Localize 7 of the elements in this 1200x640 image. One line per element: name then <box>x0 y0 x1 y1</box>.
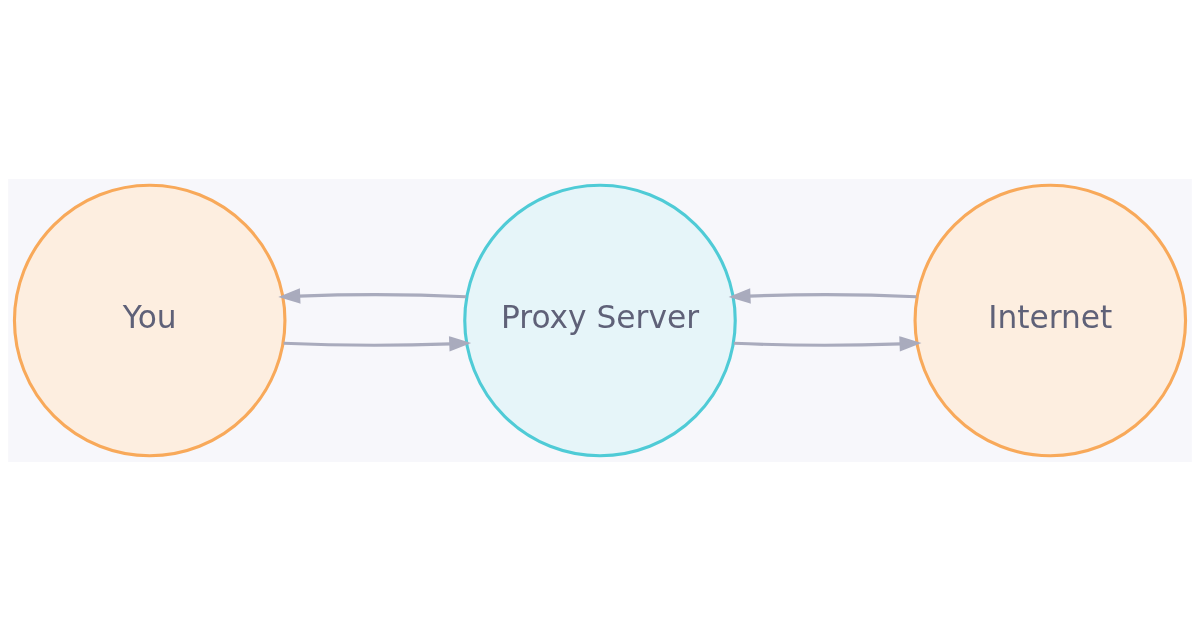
node-circle: You <box>12 183 287 457</box>
arrow <box>278 287 467 304</box>
arrow <box>728 287 917 304</box>
arrow <box>733 335 922 352</box>
arrow <box>283 335 472 352</box>
node-circle: Internet <box>913 183 1188 457</box>
node-circle: Proxy Server <box>463 183 737 457</box>
